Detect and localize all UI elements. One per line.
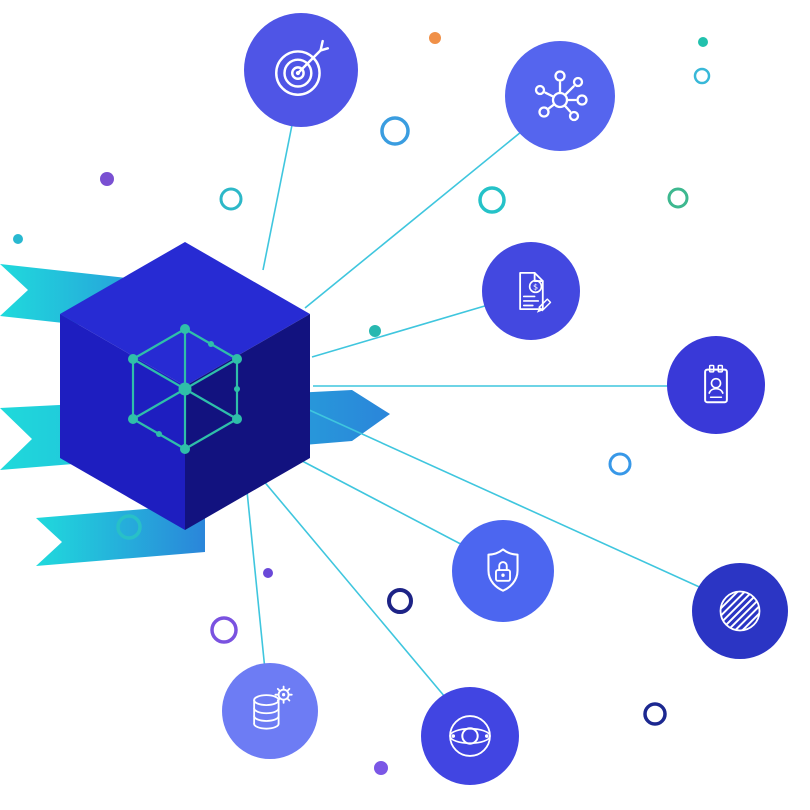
decor-dot: [100, 172, 114, 186]
cube-right-face: [185, 314, 310, 530]
decor-dot: [369, 325, 381, 337]
decor-dot: [698, 37, 708, 47]
connector-line-hub: [304, 109, 549, 309]
decor-ring: [387, 588, 413, 614]
decor-ring: [478, 186, 506, 214]
network-hub-icon: [534, 70, 588, 122]
node-target: [244, 13, 358, 127]
node-contacts: [667, 336, 765, 434]
cube-network-icon-nodes: [128, 324, 242, 454]
decor-ring: [667, 187, 689, 209]
node-hub: [505, 41, 615, 151]
cube-left-face: [60, 314, 185, 530]
node-database: [222, 663, 318, 759]
node-globe: [421, 687, 519, 785]
decor-ring: [219, 187, 243, 211]
node-sphere: [692, 563, 788, 659]
decor-ring: [693, 67, 711, 85]
decor-dot: [429, 32, 441, 44]
connector-line-sphere: [306, 408, 729, 601]
decor-dot: [263, 568, 273, 578]
database-gear-icon: [253, 685, 293, 730]
dollar-symbol: $: [533, 282, 538, 292]
shield-lock-icon: [487, 548, 519, 592]
node-shield: [452, 520, 554, 622]
decorations: [13, 32, 711, 775]
decor-ring: [643, 702, 667, 726]
node-invoice: $: [482, 242, 580, 340]
target-arrow-icon: [275, 39, 330, 96]
connector-line-globe: [261, 478, 467, 723]
globe-lens-icon: [449, 715, 491, 757]
contact-book-icon: [704, 364, 728, 404]
decor-ring: [210, 616, 238, 644]
decor-ring: [608, 452, 632, 476]
decor-ring: [380, 116, 410, 146]
invoice-document-icon: $: [519, 271, 552, 313]
decor-ring: [116, 514, 142, 540]
decor-dot: [13, 234, 23, 244]
decor-dot: [374, 761, 388, 775]
central-cube: [60, 242, 310, 530]
striped-sphere-icon: [719, 590, 761, 632]
